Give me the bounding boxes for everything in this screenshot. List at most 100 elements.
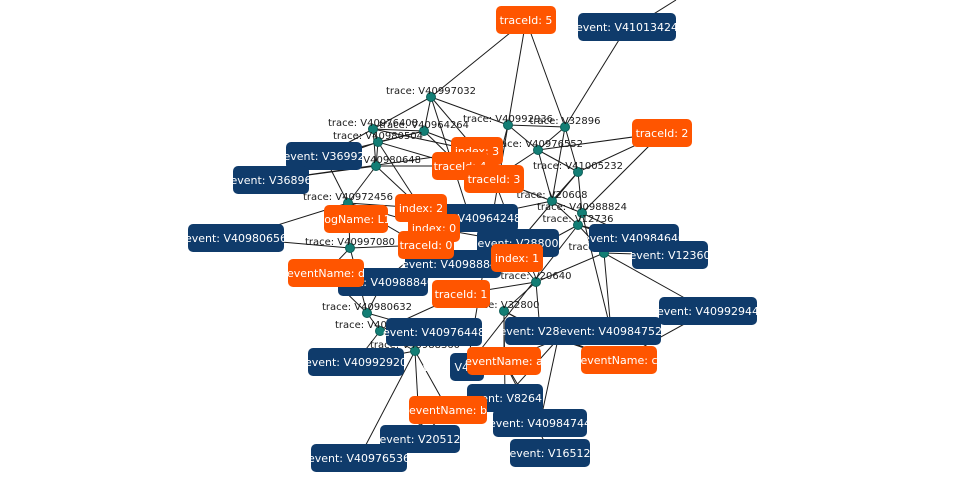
attribute-node-box[interactable] [398, 231, 454, 259]
attribute-node-box[interactable] [288, 259, 364, 287]
event-node[interactable]: event: V40976448 [383, 318, 485, 346]
trace-node[interactable]: trace: V40980504 [333, 131, 423, 147]
attribute-node-box[interactable] [581, 346, 657, 374]
trace-node-dot[interactable] [560, 122, 570, 132]
event-node[interactable]: event: V40976536 [308, 444, 410, 472]
trace-node-label: trace: V40992936 [463, 114, 553, 125]
trace-node-dot[interactable] [499, 306, 509, 316]
trace-node[interactable]: trace: V40976312 [335, 320, 425, 336]
trace-node-dot[interactable] [547, 196, 557, 206]
trace-node-dot[interactable] [368, 124, 378, 134]
event-node[interactable]: event: V40992920 [305, 348, 407, 376]
event-node[interactable]: event: V12360 [629, 241, 711, 269]
event-node[interactable]: event: V41013424 [576, 13, 678, 41]
attribute-node-box[interactable] [324, 205, 388, 233]
event-node-box[interactable] [632, 241, 708, 269]
trace-node[interactable]: trace: V32800 [468, 300, 540, 316]
attribute-node[interactable]: traceId: 1 [432, 280, 490, 308]
graph-edge [577, 171, 583, 214]
trace-node[interactable]: trace: V40997032 [386, 86, 476, 102]
attribute-node[interactable]: traceId: 5 [496, 6, 556, 34]
trace-node-dot[interactable] [573, 167, 583, 177]
attribute-node[interactable]: index: 1 [491, 244, 543, 272]
attribute-node[interactable]: traceId: 3 [464, 165, 524, 193]
attribute-node-box[interactable] [467, 347, 541, 375]
attribute-node-box[interactable] [491, 244, 543, 272]
event-node-box[interactable] [510, 439, 590, 467]
attribute-node[interactable]: traceId: 2 [632, 119, 692, 147]
event-node-box[interactable] [311, 444, 407, 472]
graph-edge [551, 200, 583, 214]
event-node-box[interactable] [308, 348, 404, 376]
trace-node-dot[interactable] [362, 308, 372, 318]
attribute-node[interactable]: traceId: 0 [398, 231, 454, 259]
trace-node[interactable]: trace: V32896 [529, 116, 601, 132]
event-node-box[interactable] [493, 409, 587, 437]
event-node[interactable]: event: V36896 [230, 166, 312, 194]
event-node[interactable]: event: V40984752 [560, 317, 662, 345]
trace-node-dot[interactable] [503, 120, 513, 130]
event-node-box[interactable] [561, 317, 661, 345]
attribute-node-label: traceId: 0 [400, 239, 453, 252]
graph-edge [551, 200, 579, 226]
trace-node[interactable]: trace: V40980632 [322, 302, 412, 318]
trace-node-dot[interactable] [345, 243, 355, 253]
attribute-node-label: logName: L1 [321, 213, 391, 226]
trace-node-label: trace: V40964264 [379, 120, 469, 131]
attribute-node-box[interactable] [432, 280, 490, 308]
attribute-node[interactable]: eventName: c [580, 346, 658, 374]
attribute-node[interactable]: logName: L1 [321, 205, 391, 233]
trace-node[interactable]: trace: V40976408 [328, 118, 418, 134]
trace-node-dot[interactable] [577, 208, 587, 218]
trace-node[interactable]: trace: V40988824 [537, 202, 627, 218]
event-node[interactable]: event: V28704 [499, 317, 581, 345]
trace-node[interactable]: trace: V12736 [542, 214, 614, 230]
attribute-node-box[interactable] [464, 165, 524, 193]
event-node[interactable]: event: V40980656 [185, 224, 287, 252]
trace-node-dot[interactable] [419, 126, 429, 136]
attribute-node-box[interactable] [496, 6, 556, 34]
trace-node[interactable]: trace: V40976552 [493, 139, 583, 155]
trace-node-dot[interactable] [573, 220, 583, 230]
attribute-node-label: eventName: c [580, 354, 657, 367]
graph-edge [581, 212, 612, 332]
event-node-label: event: V36896 [230, 174, 311, 187]
trace-node-dot[interactable] [410, 346, 420, 356]
trace-node[interactable]: trace: V20640 [500, 271, 572, 287]
event-node-box[interactable] [286, 142, 362, 170]
trace-node-dot[interactable] [531, 277, 541, 287]
event-node-box[interactable] [659, 297, 757, 325]
trace-node-dot[interactable] [533, 145, 543, 155]
attribute-node[interactable]: eventName: d [287, 259, 365, 287]
graph-edge [503, 281, 537, 312]
trace-node-dot[interactable] [375, 326, 385, 336]
event-node-label: event: V40992920 [305, 356, 407, 369]
attribute-node[interactable]: eventName: a [465, 347, 543, 375]
attribute-node-label: eventName: b [409, 404, 487, 417]
trace-node-dot[interactable] [373, 137, 383, 147]
attribute-node[interactable]: eventName: b [409, 396, 487, 424]
event-node[interactable]: event: V40992944 [657, 297, 759, 325]
event-node[interactable]: event: V36992 [283, 142, 365, 170]
attribute-node-box[interactable] [632, 119, 692, 147]
trace-node[interactable]: trace: V40992936 [463, 114, 553, 130]
attribute-node-box[interactable] [409, 396, 487, 424]
event-node-box[interactable] [505, 317, 575, 345]
event-node[interactable]: event: V40984744 [489, 409, 591, 437]
event-node-box[interactable] [578, 13, 676, 41]
event-node-box[interactable] [386, 318, 482, 346]
trace-node-dot[interactable] [426, 92, 436, 102]
trace-node[interactable]: trace: V20608 [516, 190, 588, 206]
attribute-node-label: traceId: 2 [636, 127, 689, 140]
event-node[interactable]: event: V16512 [509, 439, 591, 467]
trace-node-dot[interactable] [371, 161, 381, 171]
event-node-label: event: V40976448 [383, 326, 485, 339]
event-node-box[interactable] [188, 224, 284, 252]
trace-node[interactable]: trace: V40964264 [379, 120, 469, 136]
event-node-box[interactable] [233, 166, 309, 194]
trace-node[interactable]: trace: V41005232 [533, 161, 623, 177]
graph-edge [537, 149, 553, 202]
trace-node[interactable]: trace: V40980648 [331, 155, 421, 171]
trace-node-label: trace: V32896 [529, 116, 600, 127]
trace-node[interactable]: trace: V40997080 [305, 237, 395, 253]
